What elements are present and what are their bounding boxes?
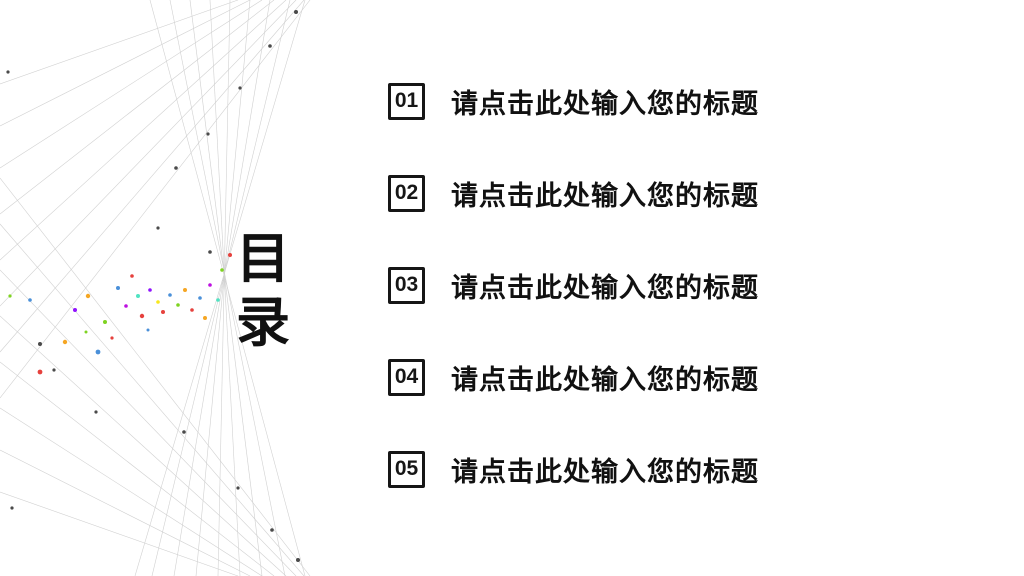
toc-item-2[interactable]: 02 请点击此处输入您的标题 <box>388 172 759 214</box>
toc-item-1-title[interactable]: 请点击此处输入您的标题 <box>451 88 759 119</box>
toc-item-3-number: 03 <box>388 266 425 304</box>
toc-item-4[interactable]: 04 请点击此处输入您的标题 <box>388 356 759 398</box>
toc-item-5-title[interactable]: 请点击此处输入您的标题 <box>451 456 759 487</box>
toc-item-1-number: 01 <box>388 82 425 120</box>
toc-item-1[interactable]: 01 请点击此处输入您的标题 <box>388 80 759 122</box>
toc-item-5-number: 05 <box>388 450 425 488</box>
toc-item-5[interactable]: 05 请点击此处输入您的标题 <box>388 448 759 490</box>
toc-item-4-number: 04 <box>388 358 425 396</box>
toc-item-2-title[interactable]: 请点击此处输入您的标题 <box>451 180 759 211</box>
colored-dots <box>8 253 232 375</box>
toc-title: 目录 <box>236 229 290 353</box>
toc-item-3[interactable]: 03 请点击此处输入您的标题 <box>388 264 759 306</box>
toc-list: 01 请点击此处输入您的标题 02 请点击此处输入您的标题 03 请点击此处输入… <box>388 80 759 490</box>
toc-item-4-title[interactable]: 请点击此处输入您的标题 <box>451 364 759 395</box>
toc-item-2-number: 02 <box>388 174 425 212</box>
toc-item-3-title[interactable]: 请点击此处输入您的标题 <box>451 272 759 303</box>
